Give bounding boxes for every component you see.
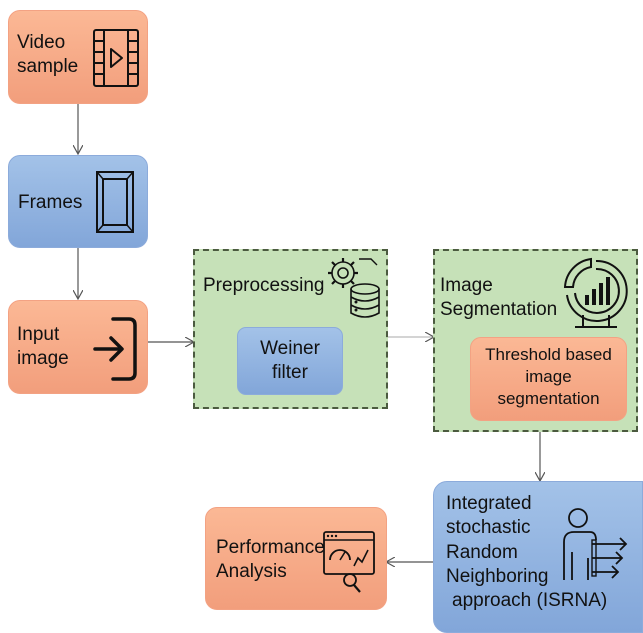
image-segmentation-group: Image Segmentation Threshold based image… xyxy=(433,249,638,432)
frames-box: Frames xyxy=(8,155,148,248)
person-arrows-icon xyxy=(563,508,628,580)
video-file-icon xyxy=(93,29,139,87)
weiner-filter-label: Weiner filter xyxy=(260,338,320,383)
input-image-box: Input image xyxy=(8,300,148,394)
performance-analysis-label: Performance Analysis xyxy=(216,537,325,582)
dashboard-search-icon xyxy=(323,531,375,593)
input-image-label: Input image xyxy=(17,324,69,369)
frames-label: Frames xyxy=(18,192,83,213)
threshold-label: Threshold based image segmentation xyxy=(485,345,612,409)
gear-database-icon xyxy=(328,258,380,318)
isrna-box: Integrated stochastic Random Neighboring… xyxy=(433,481,643,633)
analytics-chart-icon xyxy=(563,257,628,328)
image-segmentation-title: Image Segmentation xyxy=(440,275,558,320)
threshold-box: Threshold based image segmentation xyxy=(470,337,627,421)
isrna-label: Integrated stochastic Random Neighboring… xyxy=(446,493,608,612)
picture-frame-icon xyxy=(96,171,134,233)
performance-analysis-box: Performance Analysis xyxy=(205,507,387,610)
weiner-filter-box: Weiner filter xyxy=(237,327,343,395)
sign-in-icon xyxy=(93,317,137,381)
preprocessing-title: Preprocessing xyxy=(203,275,325,296)
video-sample-label: Video sample xyxy=(17,32,79,77)
preprocessing-group: Preprocessing Weiner filter xyxy=(193,249,388,409)
video-sample-box: Video sample xyxy=(8,10,148,104)
